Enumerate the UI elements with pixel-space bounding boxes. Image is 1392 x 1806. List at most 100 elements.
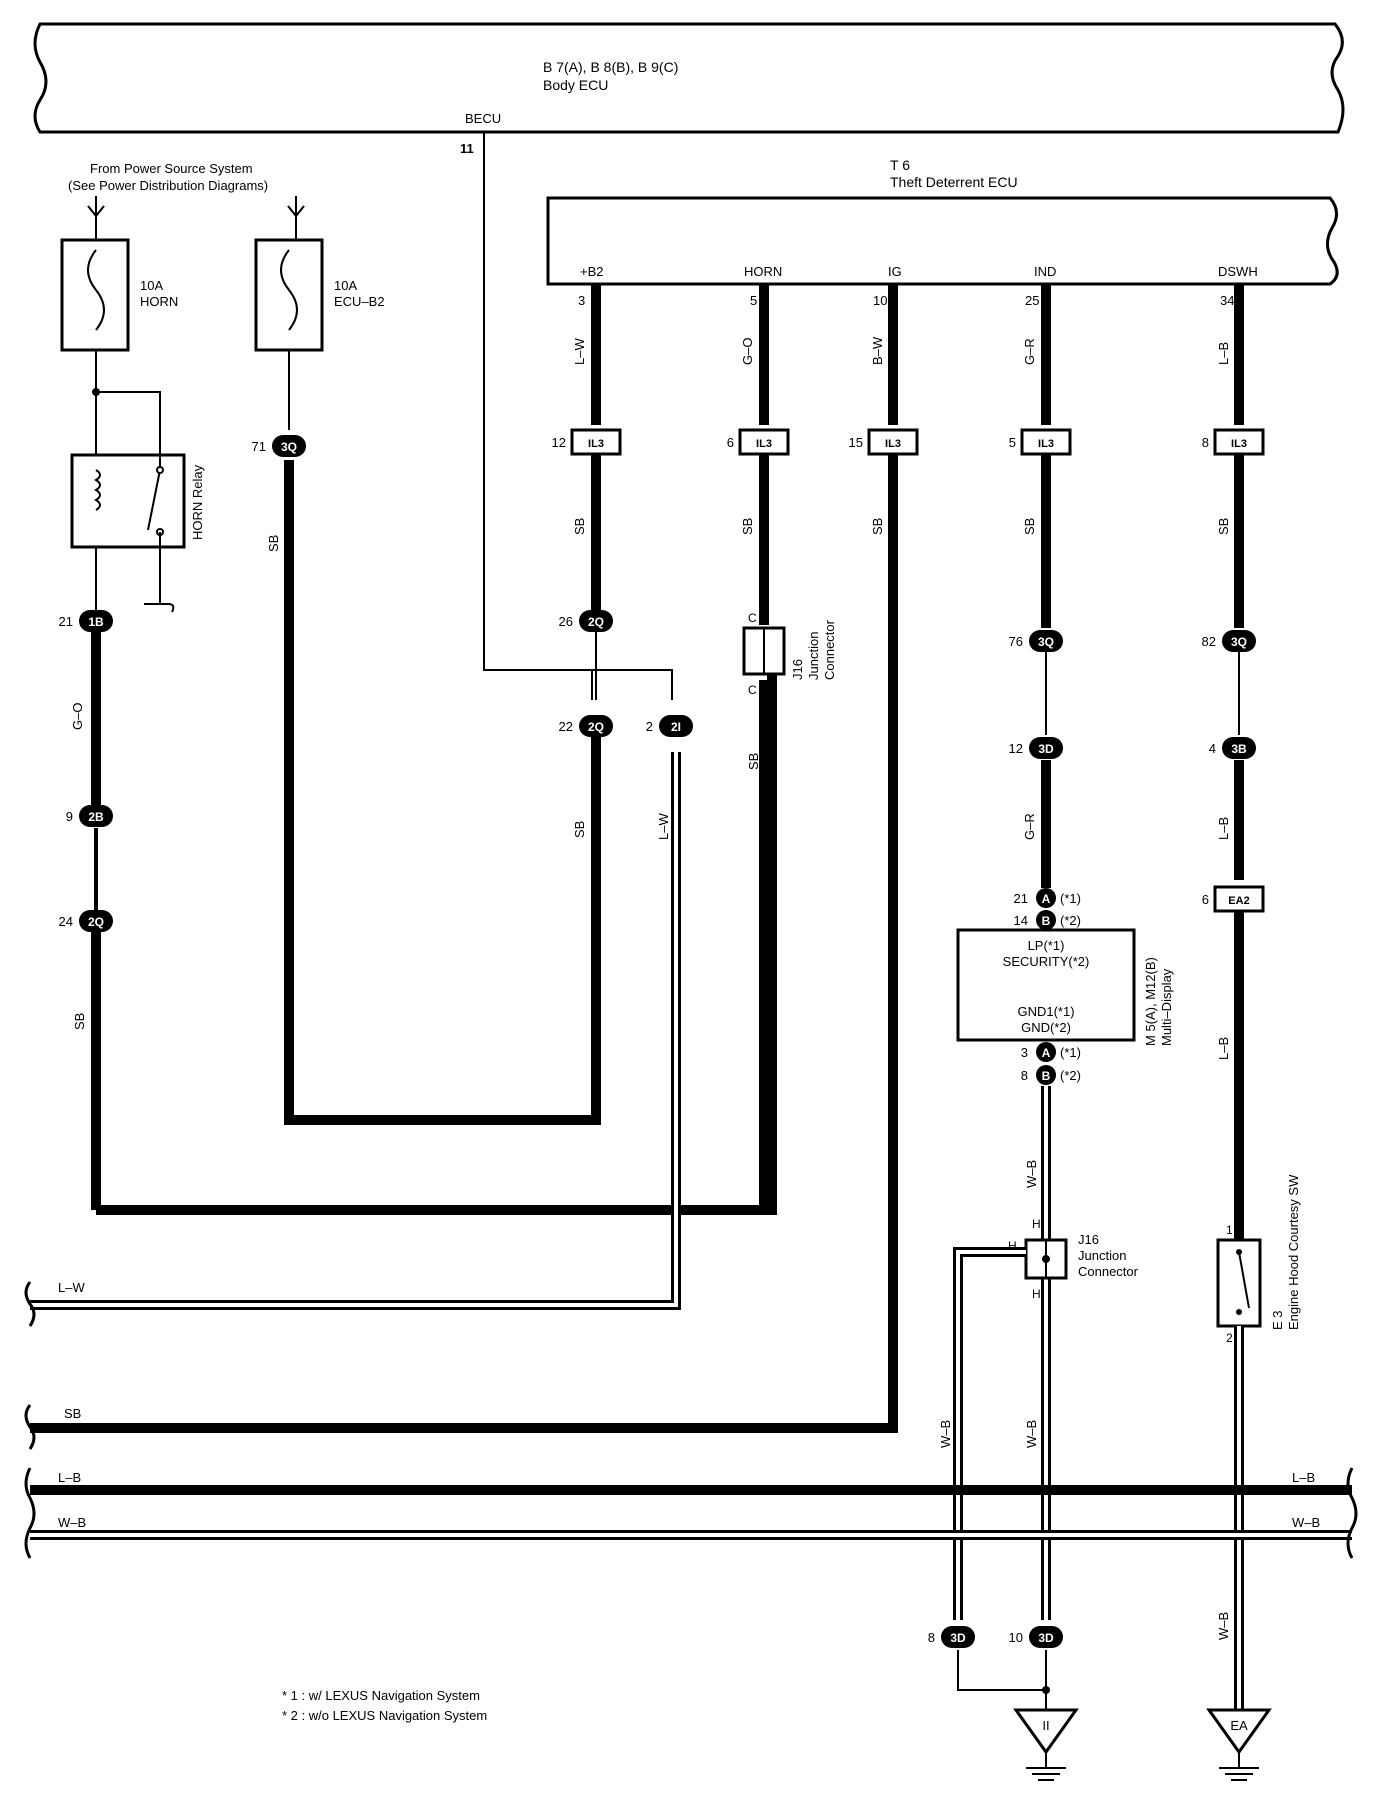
svg-text:(*1): (*1) <box>1060 891 1081 906</box>
svg-text:II: II <box>1042 1718 1049 1733</box>
power-source-line1: From Power Source System <box>90 161 253 176</box>
svg-text:SB: SB <box>870 518 885 535</box>
ground-ii <box>1013 1708 1079 1755</box>
svg-text:IL3: IL3 <box>885 438 901 450</box>
svg-text:G–O: G–O <box>740 338 755 365</box>
svg-text:L–B: L–B <box>1216 342 1231 365</box>
connector-il3-12: IL3 12 <box>552 428 622 456</box>
connector-il3-5: IL3 5 <box>1009 428 1072 456</box>
svg-text:GND1(*1): GND1(*1) <box>1017 1004 1074 1019</box>
svg-text:6: 6 <box>1202 892 1209 907</box>
svg-text:L–B: L–B <box>1216 1037 1231 1060</box>
body-ecu-terminal: BECU <box>465 111 501 126</box>
multi-display-box <box>956 928 1136 1042</box>
connector-2i-2: 2I 2 <box>646 715 693 737</box>
pin-no-horn: 5 <box>750 293 757 308</box>
svg-text:W–B: W–B <box>1024 1160 1039 1188</box>
horn-relay <box>70 453 186 549</box>
relay-ground-symbol <box>144 603 175 613</box>
connector-3d-10: 3D 10 <box>1009 1626 1063 1648</box>
svg-text:(*2): (*2) <box>1060 913 1081 928</box>
svg-text:W–B: W–B <box>1024 1420 1039 1448</box>
svg-text:14: 14 <box>1014 913 1028 928</box>
svg-text:3Q: 3Q <box>281 440 297 454</box>
svg-text:SB: SB <box>572 821 587 838</box>
svg-text:Junction: Junction <box>806 632 821 680</box>
pin-name-b2: +B2 <box>580 264 604 279</box>
svg-text:G–R: G–R <box>1022 338 1037 365</box>
svg-text:12: 12 <box>552 435 566 450</box>
body-ecu-terminal-no: 11 <box>460 141 474 156</box>
fuse-ecu-name: ECU–B2 <box>334 294 385 309</box>
pin-no-dswh: 34 <box>1220 293 1234 308</box>
svg-text:J16: J16 <box>1078 1232 1099 1247</box>
svg-text:B: B <box>1042 1069 1051 1083</box>
svg-text:SB: SB <box>1216 518 1231 535</box>
fuse-horn-rating: 10A <box>140 278 163 293</box>
svg-text:71: 71 <box>252 439 266 454</box>
fuse-ecu-b2 <box>254 238 324 352</box>
connector-1b-21: 1B 21 <box>59 610 113 632</box>
svg-text:2B: 2B <box>88 810 104 824</box>
connector-2q-26: 2Q 26 <box>559 610 613 632</box>
connector-3d-12: 3D 12 <box>1009 737 1063 759</box>
fuse-horn <box>60 238 130 352</box>
svg-text:3D: 3D <box>1038 742 1054 756</box>
svg-text:IL3: IL3 <box>1038 438 1054 450</box>
svg-text:8: 8 <box>1202 435 1209 450</box>
svg-text:Connector: Connector <box>1078 1264 1139 1279</box>
svg-text:L–W: L–W <box>656 813 671 840</box>
svg-text:B: B <box>1042 914 1051 928</box>
svg-text:1B: 1B <box>88 615 104 629</box>
svg-text:EA: EA <box>1230 1718 1248 1733</box>
svg-text:21: 21 <box>1014 891 1028 906</box>
svg-text:Junction: Junction <box>1078 1248 1126 1263</box>
svg-text:Multi–Display: Multi–Display <box>1159 968 1174 1046</box>
connector-3q-71: 3Q 71 <box>252 435 306 457</box>
svg-text:W–B: W–B <box>1292 1515 1320 1530</box>
svg-text:1: 1 <box>1226 1223 1233 1237</box>
fuse-horn-name: HORN <box>140 294 178 309</box>
svg-text:H: H <box>1032 1217 1041 1231</box>
svg-text:G–O: G–O <box>70 703 85 730</box>
pin-name-ig: IG <box>888 264 902 279</box>
fuse-ecu-rating: 10A <box>334 278 357 293</box>
body-ecu-box <box>33 22 1345 134</box>
md-pin-21 <box>1036 888 1056 908</box>
svg-text:EA2: EA2 <box>1228 895 1249 907</box>
svg-text:IL3: IL3 <box>588 438 604 450</box>
svg-text:4: 4 <box>1209 741 1216 756</box>
svg-text:L–B: L–B <box>1292 1470 1315 1485</box>
pin-name-dswh: DSWH <box>1218 264 1258 279</box>
svg-text:H: H <box>1032 1287 1041 1301</box>
footnote-1: * 1 : w/ LEXUS Navigation System <box>282 1688 480 1703</box>
svg-text:SB: SB <box>1022 518 1037 535</box>
power-arrow-ecu <box>287 205 305 218</box>
wire-sb-ecu-b2 <box>284 460 601 1125</box>
pin-name-horn: HORN <box>744 264 782 279</box>
md-pin-14 <box>1036 910 1056 930</box>
svg-text:W–B: W–B <box>1216 1612 1231 1640</box>
svg-text:SB: SB <box>64 1406 81 1421</box>
theft-ecu-name: Theft Deterrent ECU <box>890 174 1018 190</box>
svg-text:B–W: B–W <box>870 336 885 365</box>
svg-text:21: 21 <box>59 614 73 629</box>
svg-text:IL3: IL3 <box>1231 438 1247 450</box>
connector-3b-4: 3B 4 <box>1209 737 1256 759</box>
theft-ecu-box <box>546 196 1339 286</box>
becu-wire <box>483 132 673 700</box>
svg-text:82: 82 <box>1202 634 1216 649</box>
svg-text:2Q: 2Q <box>588 720 604 734</box>
body-ecu-codes: B 7(A), B 8(B), B 9(C) <box>543 59 678 75</box>
connector-3q-82: 3Q 82 <box>1202 630 1256 652</box>
svg-text:2: 2 <box>646 719 653 734</box>
svg-text:3Q: 3Q <box>1038 635 1054 649</box>
svg-text:SB: SB <box>266 535 281 552</box>
theft-ecu-code: T 6 <box>890 157 910 173</box>
svg-text:3D: 3D <box>1038 1631 1054 1645</box>
power-arrow-horn <box>87 205 105 218</box>
body-ecu-name: Body ECU <box>543 77 608 93</box>
pin-no-ind: 25 <box>1025 293 1039 308</box>
md-pin-3 <box>1036 1042 1056 1062</box>
power-source-line2: (See Power Distribution Diagrams) <box>68 178 268 193</box>
